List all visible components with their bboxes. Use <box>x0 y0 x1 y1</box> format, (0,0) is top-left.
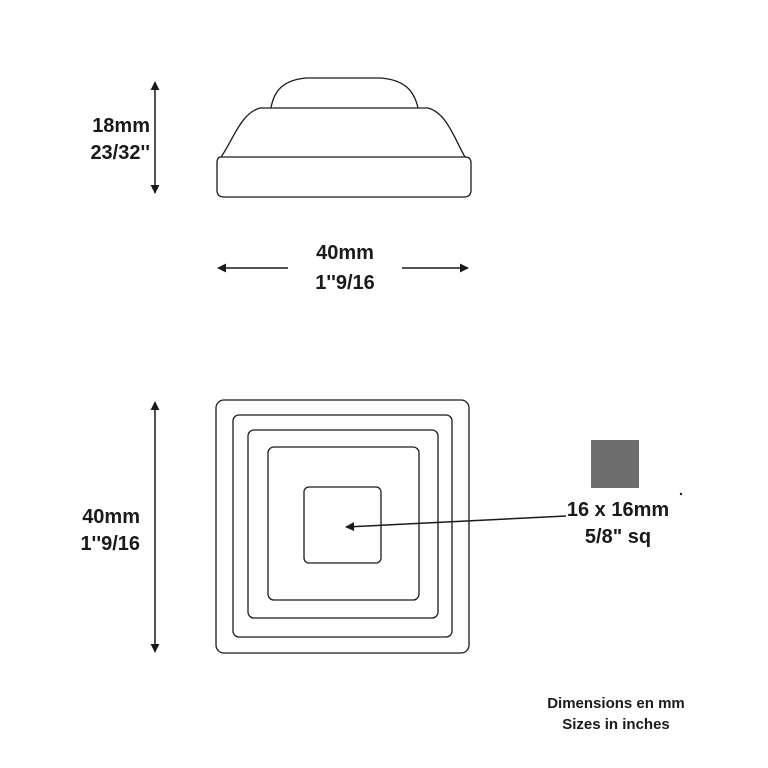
units-note-line2: Sizes in inches <box>562 716 670 733</box>
width-in-label: 1''9/16 <box>315 272 375 294</box>
elevation-top-dome <box>270 77 419 109</box>
hole-size-swatch <box>591 440 639 488</box>
height-mm-label: 18mm <box>92 115 150 137</box>
height-in-label: 23/32'' <box>90 142 150 164</box>
plan-side-in-label: 1''9/16 <box>80 533 140 555</box>
units-note-line1: Dimensions en mm <box>547 695 685 712</box>
plan-side-mm-label: 40mm <box>82 506 140 528</box>
elevation-middle-tier <box>220 107 466 158</box>
width-mm-label: 40mm <box>316 242 374 264</box>
hole-size-in-label: 5/8" sq <box>584 526 652 548</box>
hole-size-mm-label: 16 x 16mm <box>566 499 670 521</box>
elevation-base-band <box>216 156 472 198</box>
plan-outer-square <box>215 399 470 654</box>
stray-dot <box>679 492 683 496</box>
elevation-view <box>216 77 472 198</box>
plan-second-square <box>232 414 453 638</box>
plan-view <box>215 399 470 654</box>
plan-fourth-square <box>267 446 420 601</box>
plan-square-hole <box>303 486 382 564</box>
hole-leader-arrow <box>345 515 567 532</box>
plan-third-square <box>247 429 439 619</box>
